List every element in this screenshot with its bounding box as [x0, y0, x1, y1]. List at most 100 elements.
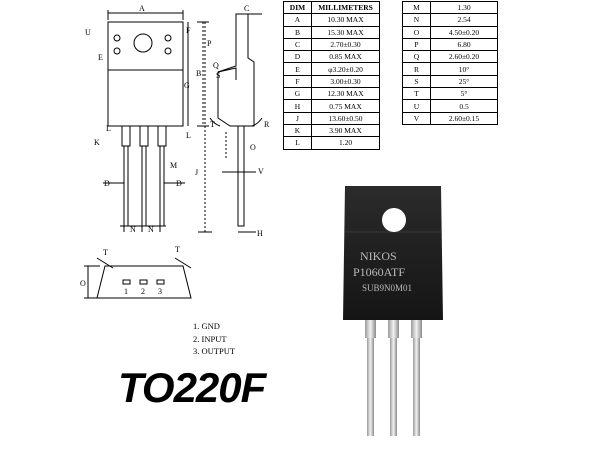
dim-letter: H: [283, 99, 312, 113]
dim-value: 13.60±0.50: [311, 111, 380, 125]
photo-leads: [365, 312, 422, 436]
component-photo: NIKOS P1060ATF SUB9N0M01: [343, 186, 443, 436]
dim-value: 2.70±0.30: [311, 37, 380, 52]
dim-value: 0.75 MAX: [311, 99, 380, 113]
label-E: E: [98, 53, 103, 62]
label-L-left: L: [106, 124, 111, 133]
dim-letter: V: [402, 111, 431, 125]
dim-value: 25°: [430, 74, 498, 89]
dim-letter: M: [402, 0, 431, 15]
photo-marking-line3: SUB9N0M01: [362, 283, 412, 293]
dim-letter: D: [283, 50, 312, 64]
label-C: C: [244, 4, 249, 13]
label-F: F: [186, 26, 191, 35]
dim-value: φ3.20±0.20: [311, 62, 380, 76]
dim-value: 2.60±0.15: [430, 111, 498, 125]
dim-value: 4.50±0.20: [430, 25, 498, 39]
dim-letter: R: [402, 62, 431, 76]
pin-3: 3. OUTPUT: [193, 346, 236, 356]
label-N-2: N: [148, 225, 154, 234]
dim-value: 0.5: [430, 99, 498, 113]
dim-letter: O: [402, 25, 431, 39]
header-dim: DIM: [283, 0, 312, 15]
dim-value: 0.85 MAX: [311, 50, 380, 64]
pin-2: 2. INPUT: [193, 333, 227, 344]
dim-value: 10°: [430, 62, 498, 76]
label-D-right: D: [176, 179, 182, 188]
pin-1: 1. GND: [193, 321, 220, 331]
label-S: S: [216, 71, 220, 80]
front-body-outline: [107, 21, 184, 127]
dim-value: 1.30: [430, 0, 498, 15]
label-Q: Q: [213, 61, 219, 70]
dim-letter: E: [283, 62, 312, 76]
mounting-hole: [133, 33, 153, 53]
photo-marking-line2: P1060ATF: [353, 265, 405, 279]
dim-value: 1.20: [311, 136, 380, 150]
label-V: V: [258, 167, 264, 176]
label-T: T: [210, 120, 215, 129]
label-K: K: [94, 138, 100, 147]
dim-value: 2.60±0.20: [430, 50, 498, 64]
dim-value: 3.90 MAX: [311, 123, 380, 138]
label-T-left: T: [103, 248, 108, 257]
bottom-view-outline: [96, 265, 192, 299]
label-T-right: T: [175, 245, 180, 254]
dim-value: 15.30 MAX: [311, 25, 380, 39]
dim-letter: J: [283, 111, 312, 125]
package-title: TO220F: [118, 364, 266, 411]
front-leads: [121, 125, 167, 227]
pin-assignment-list: 1. GND 2. INPUT 3. OUTPUT: [193, 320, 235, 358]
dim-letter: G: [283, 87, 312, 101]
mechanical-drawing: A C U E F G B Q P S T R O K L L M D D J …: [80, 4, 270, 299]
label-A: A: [139, 4, 145, 13]
dim-letter: C: [283, 37, 312, 52]
dim-letter: F: [283, 74, 312, 89]
dim-letter: S: [402, 74, 431, 89]
photo-mounting-hole: [382, 208, 406, 232]
dim-value: 2.54: [430, 13, 498, 27]
label-B: B: [196, 69, 201, 78]
label-pin2: 2: [141, 287, 145, 296]
label-O-bottom: O: [80, 279, 86, 288]
label-R: R: [264, 120, 270, 129]
dim-letter: N: [402, 13, 431, 27]
side-lead: [237, 125, 245, 227]
dim-letter: L: [283, 136, 312, 150]
header-millimeters: MILLIMETERS: [311, 0, 380, 15]
dim-letter: K: [283, 123, 312, 138]
dim-value: 5°: [430, 87, 498, 101]
dim-letter: U: [402, 99, 431, 113]
label-N-1: N: [130, 225, 136, 234]
label-pin1: 1: [124, 287, 128, 296]
dim-letter: A: [283, 13, 312, 27]
dim-letter: Q: [402, 50, 431, 64]
label-P: P: [207, 39, 212, 48]
label-L-right: L: [186, 131, 191, 140]
label-H: H: [257, 229, 263, 238]
dim-value: 6.80: [430, 37, 498, 52]
label-M: M: [170, 161, 177, 170]
photo-marking-line1: NIKOS: [360, 249, 397, 263]
label-pin3: 3: [158, 287, 162, 296]
label-D-left: D: [104, 179, 110, 188]
dim-letter: T: [402, 87, 431, 101]
